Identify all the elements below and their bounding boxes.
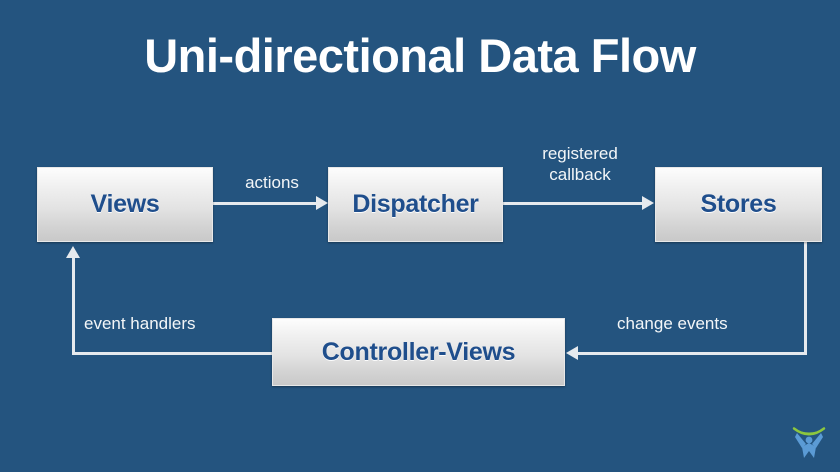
edge-line-dispatcher-to-stores <box>503 202 643 205</box>
arrowhead-stores-to-controller <box>566 346 578 360</box>
arrowhead-views-to-dispatcher <box>316 196 328 210</box>
node-controller-views-label: Controller-Views <box>321 337 516 366</box>
node-stores[interactable]: Stores <box>655 167 822 242</box>
arrowhead-controller-to-views <box>66 246 80 258</box>
page-title: Uni-directional Data Flow <box>144 29 696 82</box>
edge-line-controller-to-left <box>72 352 273 355</box>
arrowhead-dispatcher-to-stores <box>642 196 654 210</box>
edge-line-stores-to-controller <box>578 352 807 355</box>
brand-logo-icon <box>790 424 828 464</box>
node-views-label: Views <box>90 190 160 218</box>
edge-line-views-to-dispatcher <box>213 202 317 205</box>
node-views[interactable]: Views <box>37 167 213 242</box>
edge-line-stores-down <box>804 242 807 355</box>
node-controller-views[interactable]: Controller-Views <box>272 318 565 386</box>
edge-label-event-handlers: event handlers <box>84 314 196 333</box>
edge-label-registered-callback: registered callback <box>542 144 618 185</box>
edge-label-change-events: change events <box>617 314 728 333</box>
node-dispatcher-label: Dispatcher <box>352 190 479 218</box>
node-dispatcher[interactable]: Dispatcher <box>328 167 503 242</box>
edge-label-actions: actions <box>245 173 299 192</box>
edge-line-left-up-to-views <box>72 258 75 355</box>
node-stores-label: Stores <box>700 190 777 218</box>
